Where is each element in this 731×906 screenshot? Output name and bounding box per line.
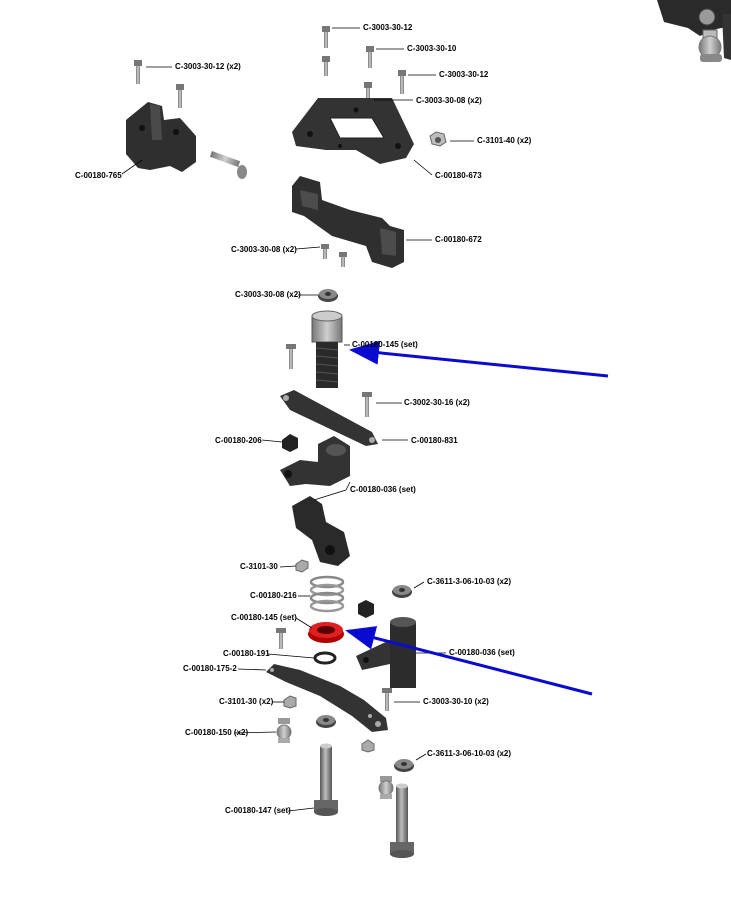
steering-arm xyxy=(280,436,350,486)
callout-label: C-3611-3-06-10-03 (x2) xyxy=(427,749,512,758)
bolt xyxy=(209,151,247,179)
block-672 xyxy=(292,176,404,268)
callout-label: C-00180-206 xyxy=(215,436,262,445)
arrow-to-red-collar xyxy=(345,626,593,696)
callout-label: C-3003-30-08 (x2) xyxy=(416,96,482,105)
callout-label: C-3002-30-16 (x2) xyxy=(404,398,470,407)
callout-label: C-3003-30-12 xyxy=(363,23,413,32)
callout-label: C-3003-30-10 xyxy=(407,44,457,53)
callout-label: C-00180-191 xyxy=(223,649,270,658)
callout-label: C-3003-30-08 (x2) xyxy=(235,290,301,299)
corner-assembly-partial xyxy=(657,0,731,62)
callout-label: C-00180-145 (set) xyxy=(352,340,418,349)
callout-label: C-3003-30-08 (x2) xyxy=(231,245,297,254)
callout-label: C-3611-3-06-10-03 (x2) xyxy=(427,577,512,586)
screw xyxy=(134,26,406,108)
plate-673 xyxy=(292,98,414,164)
highlighted-collar xyxy=(308,622,344,643)
callout-label: C-00180-147 (set) xyxy=(225,806,291,815)
screw xyxy=(321,244,347,267)
nut xyxy=(358,600,374,618)
callout-label: C-00180-831 xyxy=(411,436,458,445)
callout-label: C-00180-216 xyxy=(250,591,297,600)
callout-label: C-3101-40 (x2) xyxy=(477,136,532,145)
screw xyxy=(286,344,372,417)
screw xyxy=(382,688,392,711)
callout-label: C-00180-175-2 xyxy=(183,664,237,673)
callout-label: C-00180-036 (set) xyxy=(449,648,515,657)
nut xyxy=(282,434,298,452)
callout-label: C-3003-30-12 (x2) xyxy=(175,62,241,71)
callout-label: C-3101-30 xyxy=(240,562,278,571)
hub-upright xyxy=(356,617,416,688)
callout-label: C-00180-036 (set) xyxy=(350,485,416,494)
callout-label: C-00180-672 xyxy=(435,235,482,244)
bearing xyxy=(392,585,412,598)
spring xyxy=(309,575,345,613)
callout-label: C-3003-30-10 (x2) xyxy=(423,697,489,706)
screw xyxy=(276,628,286,649)
o-ring xyxy=(313,651,337,665)
pointer-arrows xyxy=(345,340,609,696)
callout-label: C-00180-145 (set) xyxy=(231,613,297,622)
threaded-post xyxy=(311,310,343,388)
leader-lines xyxy=(121,27,474,812)
bearing xyxy=(318,289,338,302)
bearing xyxy=(316,715,414,772)
callout-label: C-00180-673 xyxy=(435,171,482,180)
nut xyxy=(429,131,447,147)
lower-arm xyxy=(266,664,388,732)
callout-label: C-00180-765 xyxy=(75,171,122,180)
callout-label: C-3101-30 (x2) xyxy=(219,697,274,706)
arrow-to-threaded-post xyxy=(349,340,609,378)
steering-knuckle xyxy=(292,496,350,566)
bracket-765 xyxy=(126,102,196,172)
callout-label: C-3003-30-12 xyxy=(439,70,489,79)
callout-label: C-00180-150 (x2) xyxy=(185,728,249,737)
nut xyxy=(283,695,375,753)
nut xyxy=(295,559,309,573)
axle xyxy=(314,743,414,858)
link-arm xyxy=(280,390,378,446)
ball-stud xyxy=(276,718,394,799)
